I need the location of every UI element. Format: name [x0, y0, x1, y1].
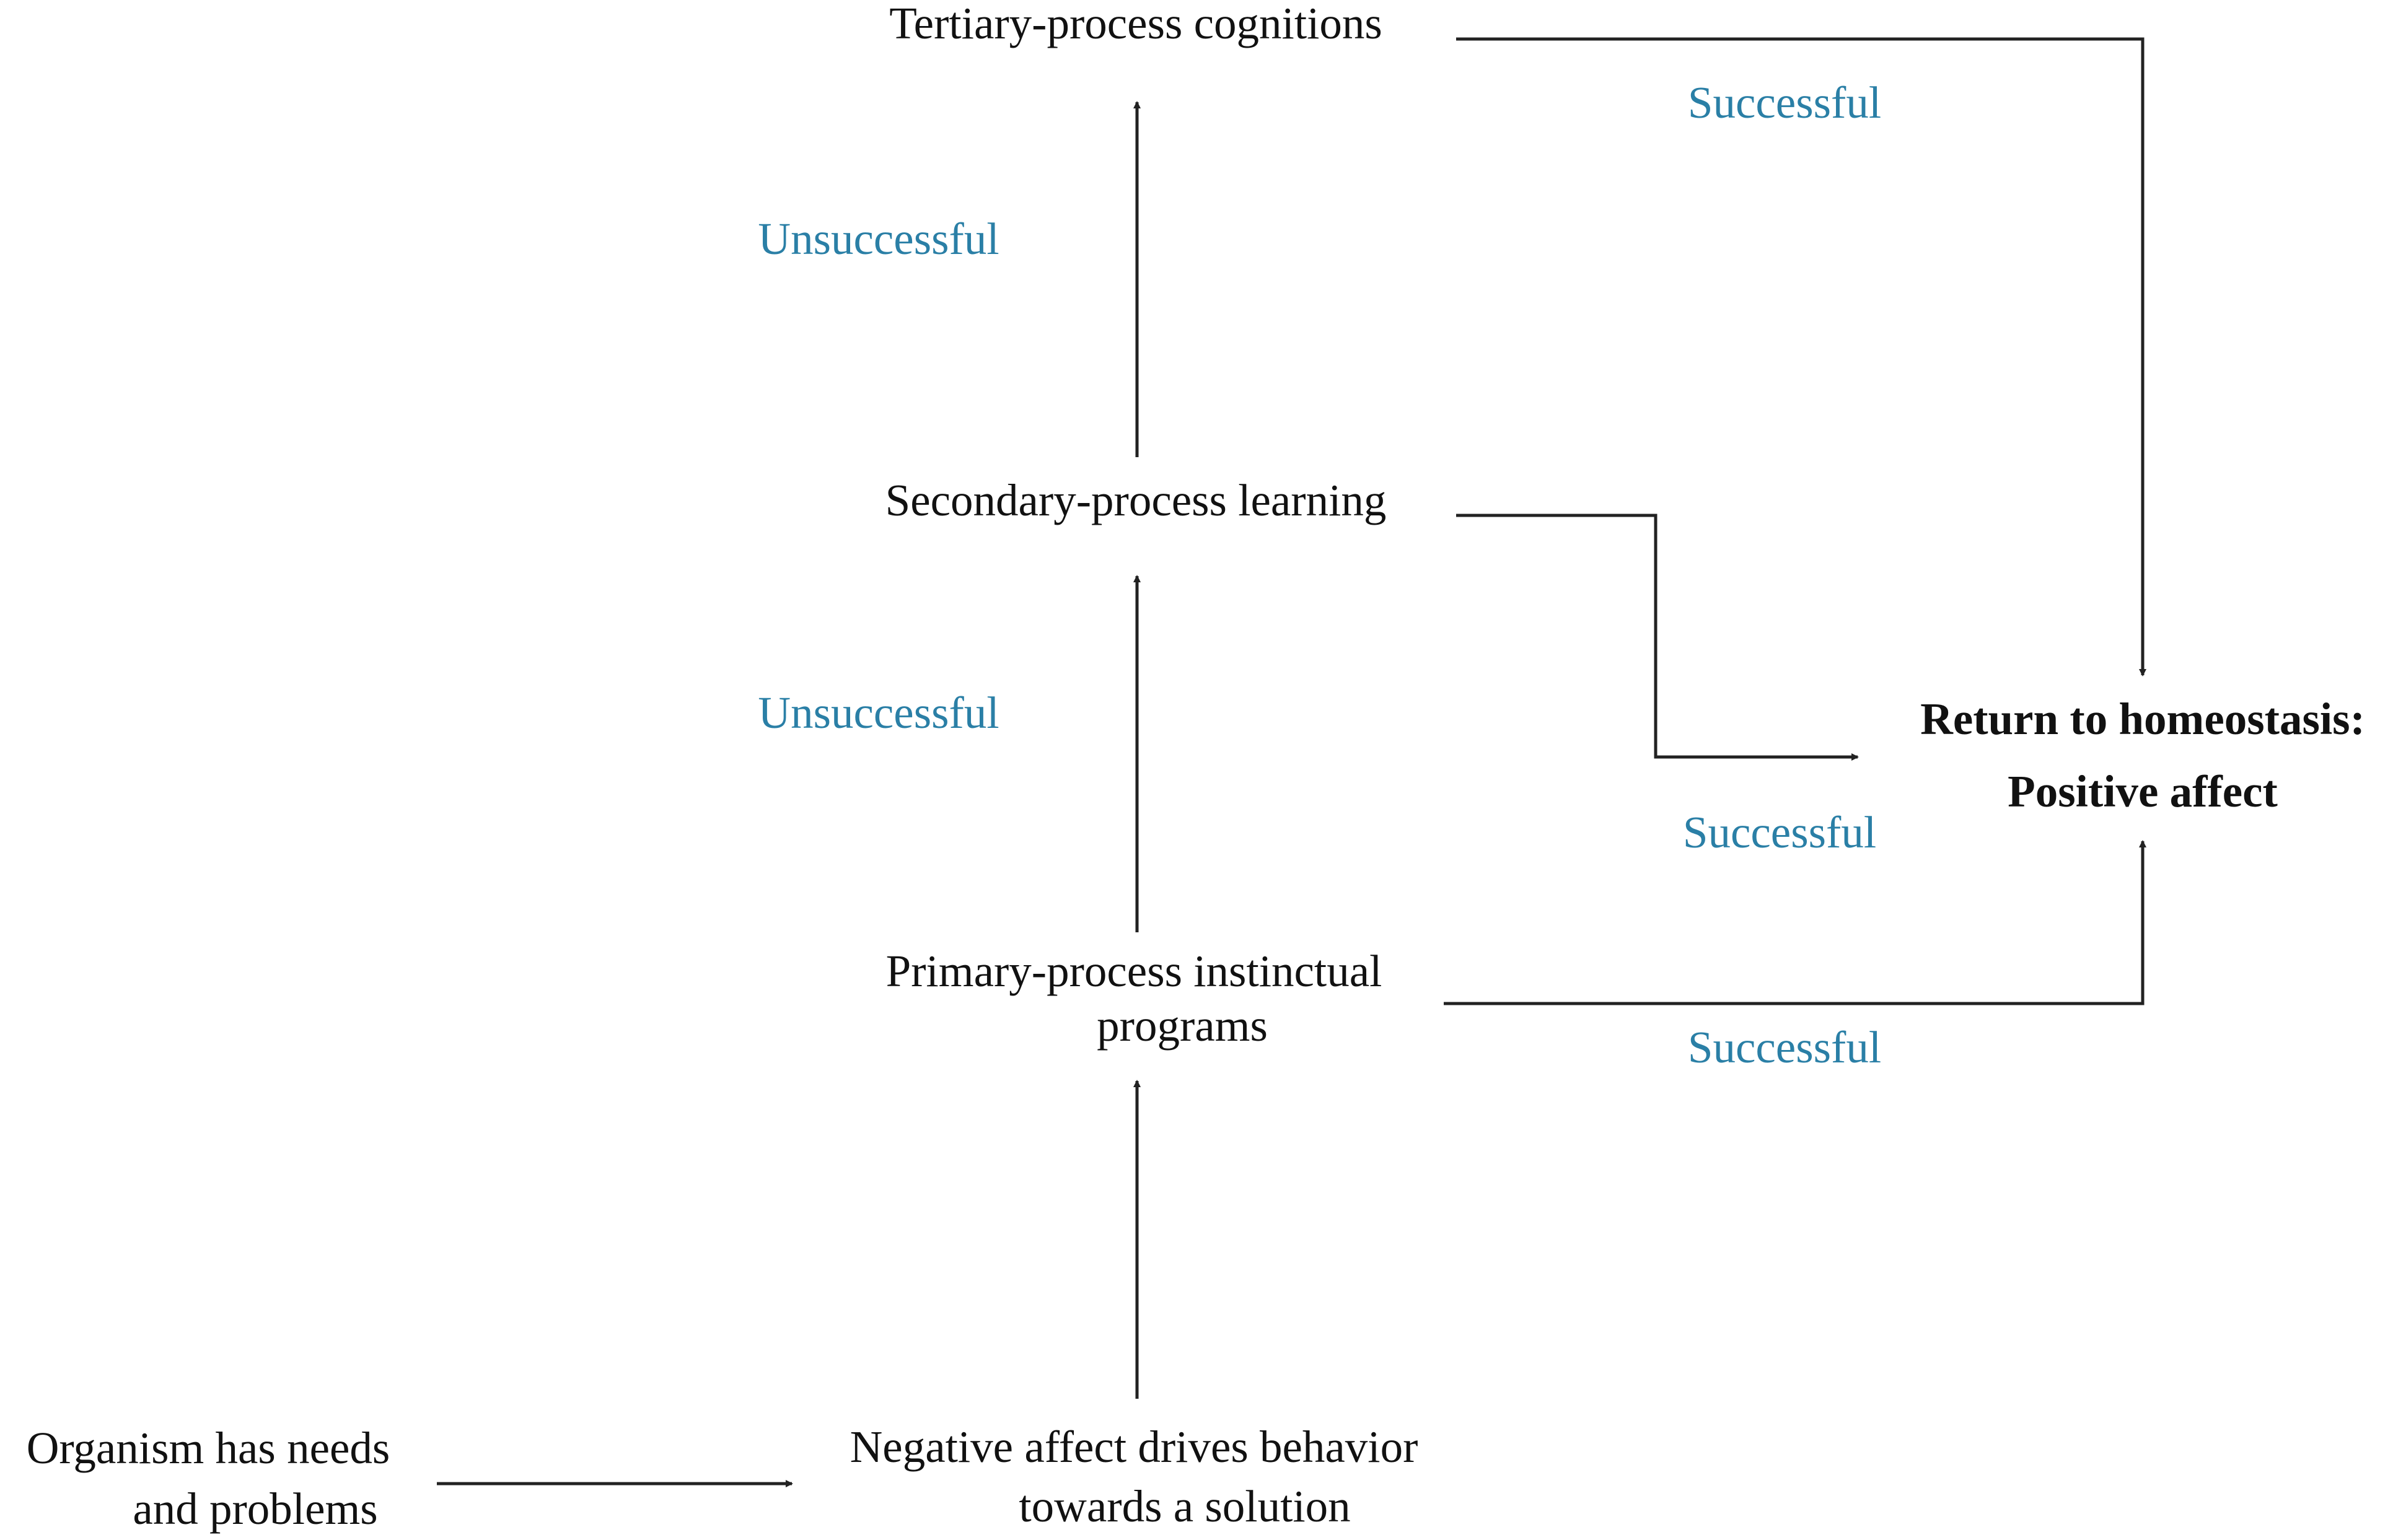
node-negative-affect-line1: Negative affect drives behavior — [850, 1422, 1418, 1472]
node-primary-line1: Primary-process instinctual — [886, 946, 1382, 996]
node-homeostasis: Return to homeostasis: Positive affect — [1920, 694, 2365, 816]
node-homeostasis-line1: Return to homeostasis: — [1920, 694, 2365, 744]
arrow-secondary-to-homeostasis — [1456, 514, 1859, 761]
node-organism-line2: and problems — [133, 1484, 377, 1534]
node-homeostasis-line2: Positive affect — [2008, 766, 2278, 816]
node-primary-process: Primary-process instinctual programs — [886, 946, 1382, 1051]
node-negative-affect: Negative affect drives behavior towards … — [850, 1422, 1418, 1531]
node-tertiary-process: Tertiary-process cognitions — [889, 0, 1382, 48]
label-successful-secondary: Successful — [1683, 807, 1876, 857]
arrow-primary-to-homeostasis — [1444, 840, 2146, 1005]
arrow-tertiary-to-homeostasis — [1456, 37, 2146, 676]
node-organism-line1: Organism has needs — [27, 1423, 390, 1473]
label-unsuccessful-upper: Unsuccessful — [758, 214, 999, 264]
label-unsuccessful-lower: Unsuccessful — [758, 688, 999, 738]
label-successful-primary: Successful — [1688, 1022, 1881, 1072]
node-primary-line2: programs — [1097, 1000, 1268, 1051]
label-successful-tertiary: Successful — [1688, 77, 1881, 128]
node-negative-affect-line2: towards a solution — [1019, 1481, 1350, 1531]
node-secondary-process: Secondary-process learning — [885, 475, 1387, 525]
node-organism: Organism has needs and problems — [27, 1423, 390, 1534]
